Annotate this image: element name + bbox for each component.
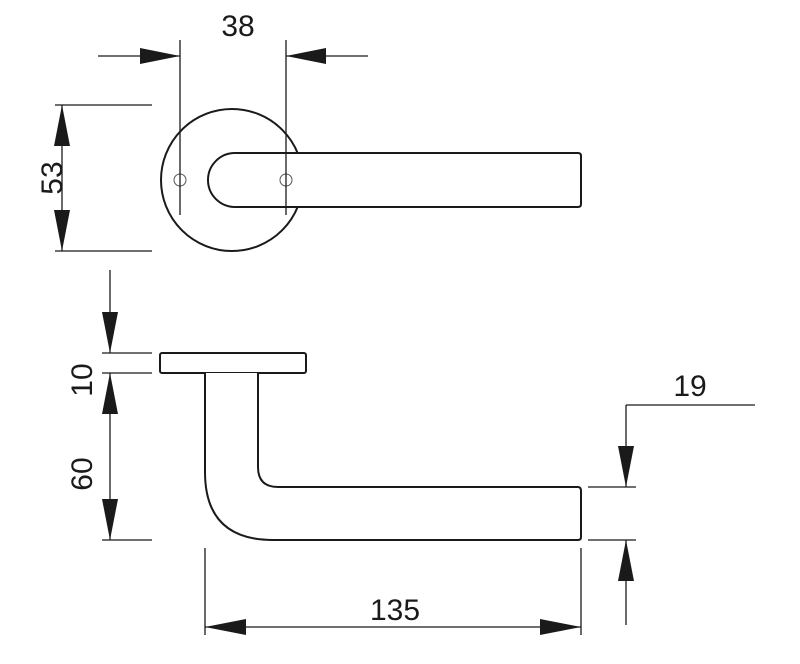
arrow-38-right <box>286 48 326 64</box>
lever-side-outline <box>204 373 582 541</box>
arrow-53-top <box>54 105 70 146</box>
dimension-label-60: 60 <box>66 457 99 490</box>
side-view: 10 60 19 135 <box>66 270 755 635</box>
arrow-19-bottom <box>618 540 634 581</box>
dimension-label-53: 53 <box>36 161 69 194</box>
top-view: 38 53 <box>36 10 582 252</box>
arrow-19-top <box>618 446 634 487</box>
arrow-53-bottom <box>54 210 70 251</box>
dimension-label-19: 19 <box>673 370 706 403</box>
dimension-label-135: 135 <box>370 594 420 627</box>
arrow-60-top <box>102 373 118 414</box>
rose-side-plate <box>159 352 307 374</box>
arrow-38-left <box>140 48 180 64</box>
arrow-135-right <box>540 619 581 635</box>
arrow-135-left <box>205 619 246 635</box>
arrow-60-bottom <box>102 499 118 540</box>
arrow-10-top <box>102 312 118 353</box>
dimension-label-10: 10 <box>66 363 99 396</box>
lever-top-outline <box>207 152 582 208</box>
dimension-label-38: 38 <box>221 10 254 43</box>
